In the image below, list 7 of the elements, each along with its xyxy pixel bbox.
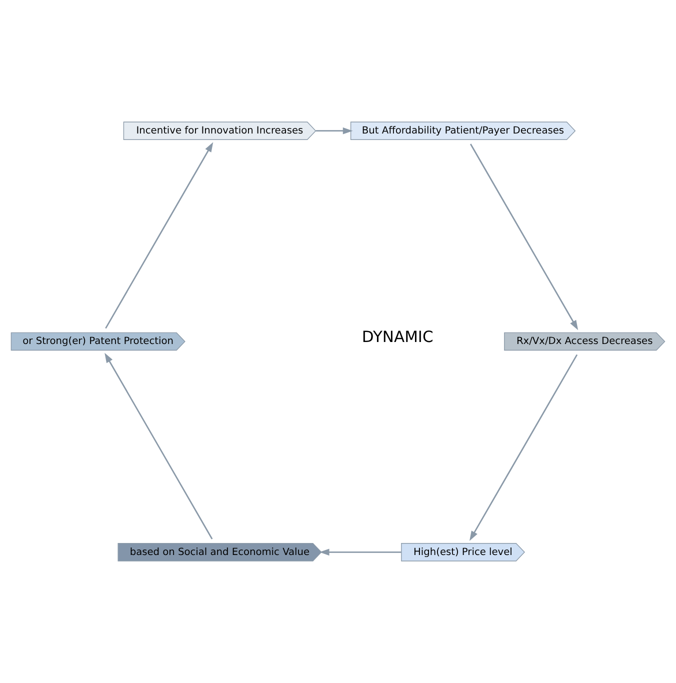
arrow [105, 142, 214, 329]
arrow [319, 548, 402, 556]
arrow [104, 352, 213, 540]
arrow [316, 127, 353, 134]
arrow [470, 354, 578, 541]
label: DYNAMIC [362, 328, 434, 346]
arrow [470, 144, 578, 330]
